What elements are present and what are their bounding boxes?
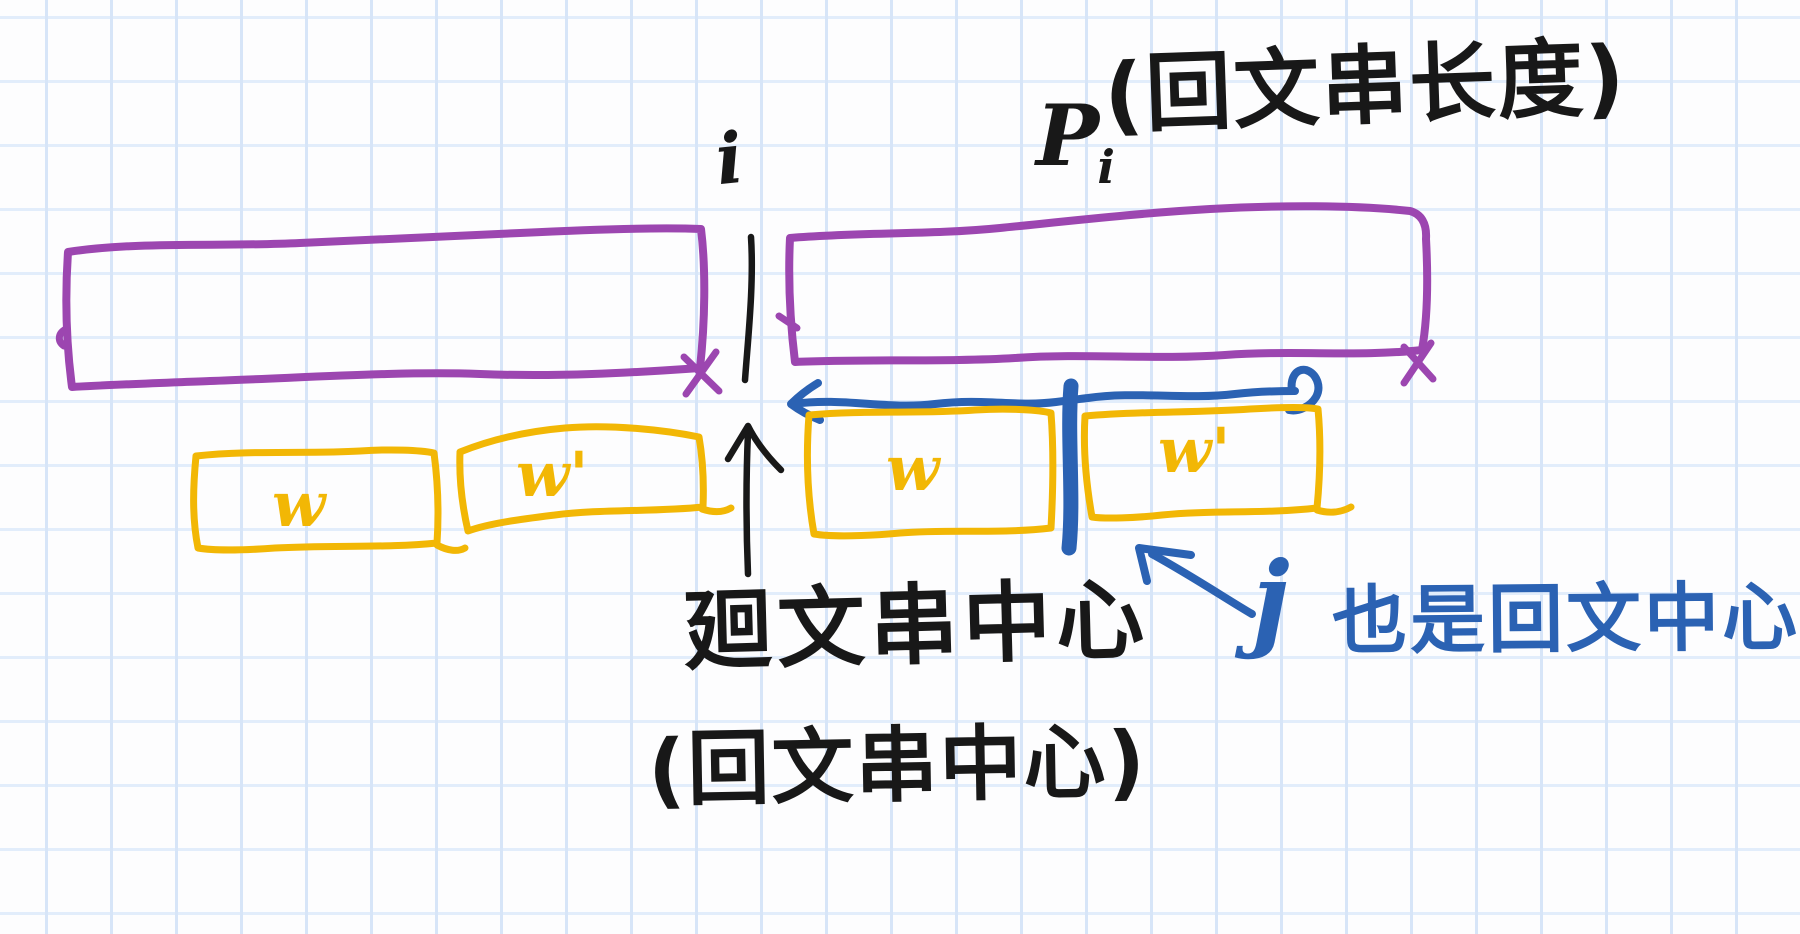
j-pointer-arrow-head (1135, 544, 1195, 585)
left-palindrome-box-outline (62, 224, 709, 391)
mirror-center-bar (1061, 378, 1079, 556)
j-pointer-arrow (1135, 544, 1256, 618)
label-w-prime-right: w' (1158, 414, 1231, 487)
left-palindrome-box-corner-cross (680, 348, 723, 398)
right-palindrome-box-outline (785, 202, 1432, 366)
w-prime-box-right-tick (1313, 503, 1355, 516)
label-w-prime-left: w' (516, 438, 589, 511)
label-palindrome-center-line2: (回文串中心) (647, 714, 1148, 819)
span-arrow-shaft (789, 387, 1299, 410)
left-palindrome-box-edge-tick (55, 325, 70, 350)
label-palindrome-center-line1: 廻文串中心 (682, 567, 1151, 684)
w-box-left-tick (433, 541, 469, 554)
center-up-arrow (724, 422, 785, 578)
label-j-note: 也是回文中心 (1331, 572, 1800, 666)
label-w-left: w (272, 468, 326, 541)
w-box-right-outline (803, 405, 1057, 540)
center-up-arrow-shaft (743, 428, 752, 578)
right-palindrome-box (775, 202, 1437, 387)
label-p-subscript: i (1097, 139, 1115, 194)
w-prime-box-left (456, 423, 735, 535)
label-p-base: P (1036, 86, 1100, 185)
j-pointer-arrow-tail (1148, 550, 1256, 618)
label-palindrome-length-annotation: (回文串长度) (1102, 27, 1629, 147)
label-j: j (1252, 538, 1290, 661)
w-box-left (190, 446, 469, 554)
right-palindrome-box-edge-tick (775, 312, 801, 332)
w-box-right (803, 405, 1057, 540)
left-palindrome-box (55, 224, 723, 398)
label-w-right: w (886, 432, 940, 505)
right-palindrome-box-corner-cross (1400, 339, 1437, 387)
w-prime-box-left-tick (698, 504, 735, 515)
center-up-arrow-head (724, 422, 785, 474)
center-marker-line (741, 233, 756, 384)
w-prime-box-right (1080, 404, 1355, 522)
label-p-of-i: Pi (1036, 94, 1117, 190)
